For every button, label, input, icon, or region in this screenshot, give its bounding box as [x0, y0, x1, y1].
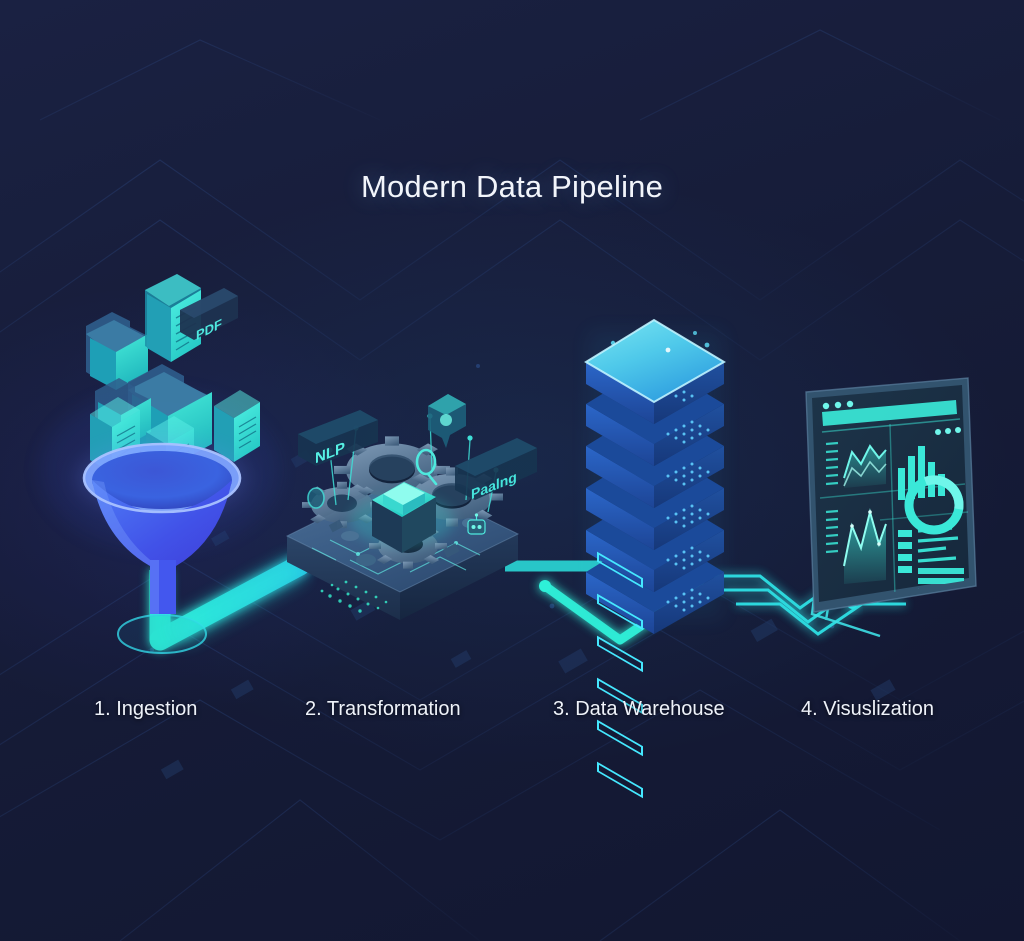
stage-caption-visualization: 4. Visuslization — [801, 698, 935, 720]
chat-bubble-icon — [428, 394, 466, 448]
funnel-icon — [76, 440, 248, 614]
chip-label-parsing: Paalng — [455, 438, 537, 503]
page-title: Modern Data Pipeline — [360, 169, 664, 204]
server-top-surface — [584, 318, 726, 404]
dashboard-monitor-icon — [805, 377, 977, 613]
search-lens-small-icon — [307, 487, 325, 509]
data-table-icon — [917, 526, 959, 563]
gear-icon-group — [302, 436, 503, 569]
cpu-icon — [350, 482, 454, 553]
area-chart-icon-2 — [843, 508, 887, 584]
data-bar-list-icon — [898, 530, 912, 573]
stage-caption-ingestion: 1. Ingestion — [94, 698, 198, 720]
search-lens-icon — [415, 448, 438, 486]
chip-label-nlp: NLP — [298, 410, 378, 467]
stage-caption-transformation: 2. Transformation — [305, 698, 461, 720]
robot-icon — [467, 513, 486, 535]
server-rack-icon — [584, 318, 726, 799]
stage-caption-data-warehouse: 3. Data Warehouse — [553, 698, 725, 720]
area-chart-icon — [843, 444, 887, 488]
